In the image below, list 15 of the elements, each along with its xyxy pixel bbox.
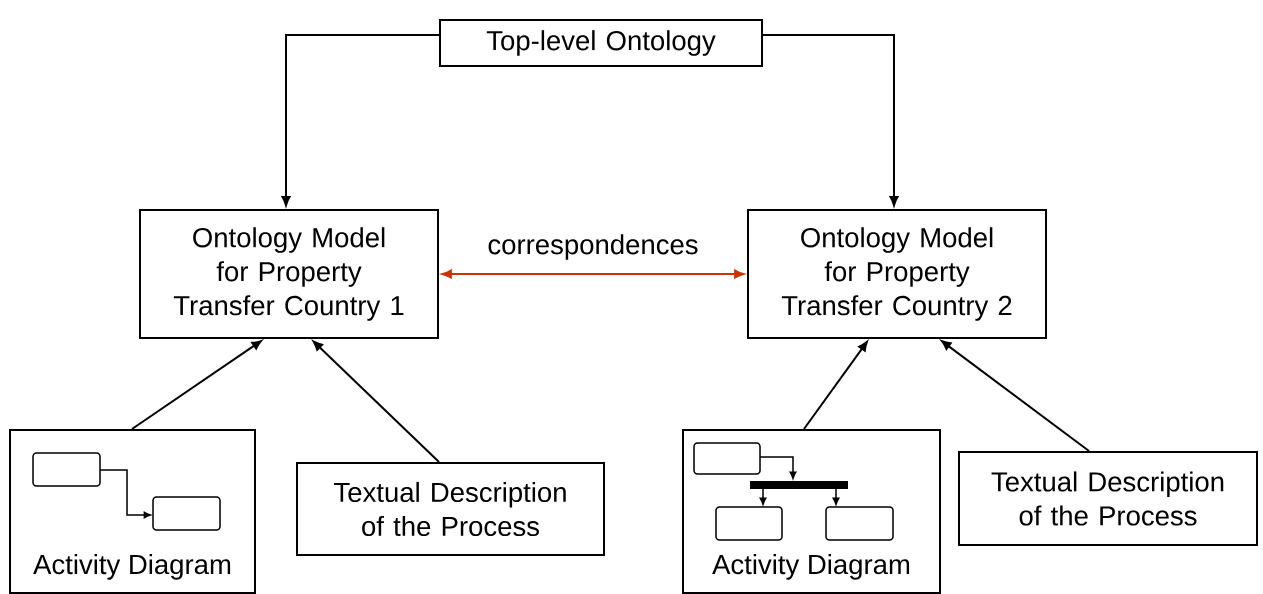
- activity-box: Activity Diagram: [9, 429, 256, 594]
- arrow: [441, 269, 745, 279]
- arrow: [312, 340, 440, 463]
- text-box: Ontology Model for Property Transfer Country 1: [139, 209, 439, 339]
- text-box: Ontology Model for Property Transfer Country 2: [747, 209, 1047, 339]
- edge-label: correspondences: [486, 233, 700, 261]
- arrow: [803, 341, 868, 430]
- arrow: [131, 340, 262, 430]
- text-box: Textual Description of the Process: [296, 462, 605, 556]
- text-box: Top-level Ontology: [439, 19, 763, 67]
- arrow: [281, 34, 440, 207]
- arrow: [762, 34, 899, 207]
- activity-box: Activity Diagram: [682, 429, 941, 594]
- arrow: [941, 340, 1090, 452]
- text-box: Textual Description of the Process: [958, 451, 1258, 546]
